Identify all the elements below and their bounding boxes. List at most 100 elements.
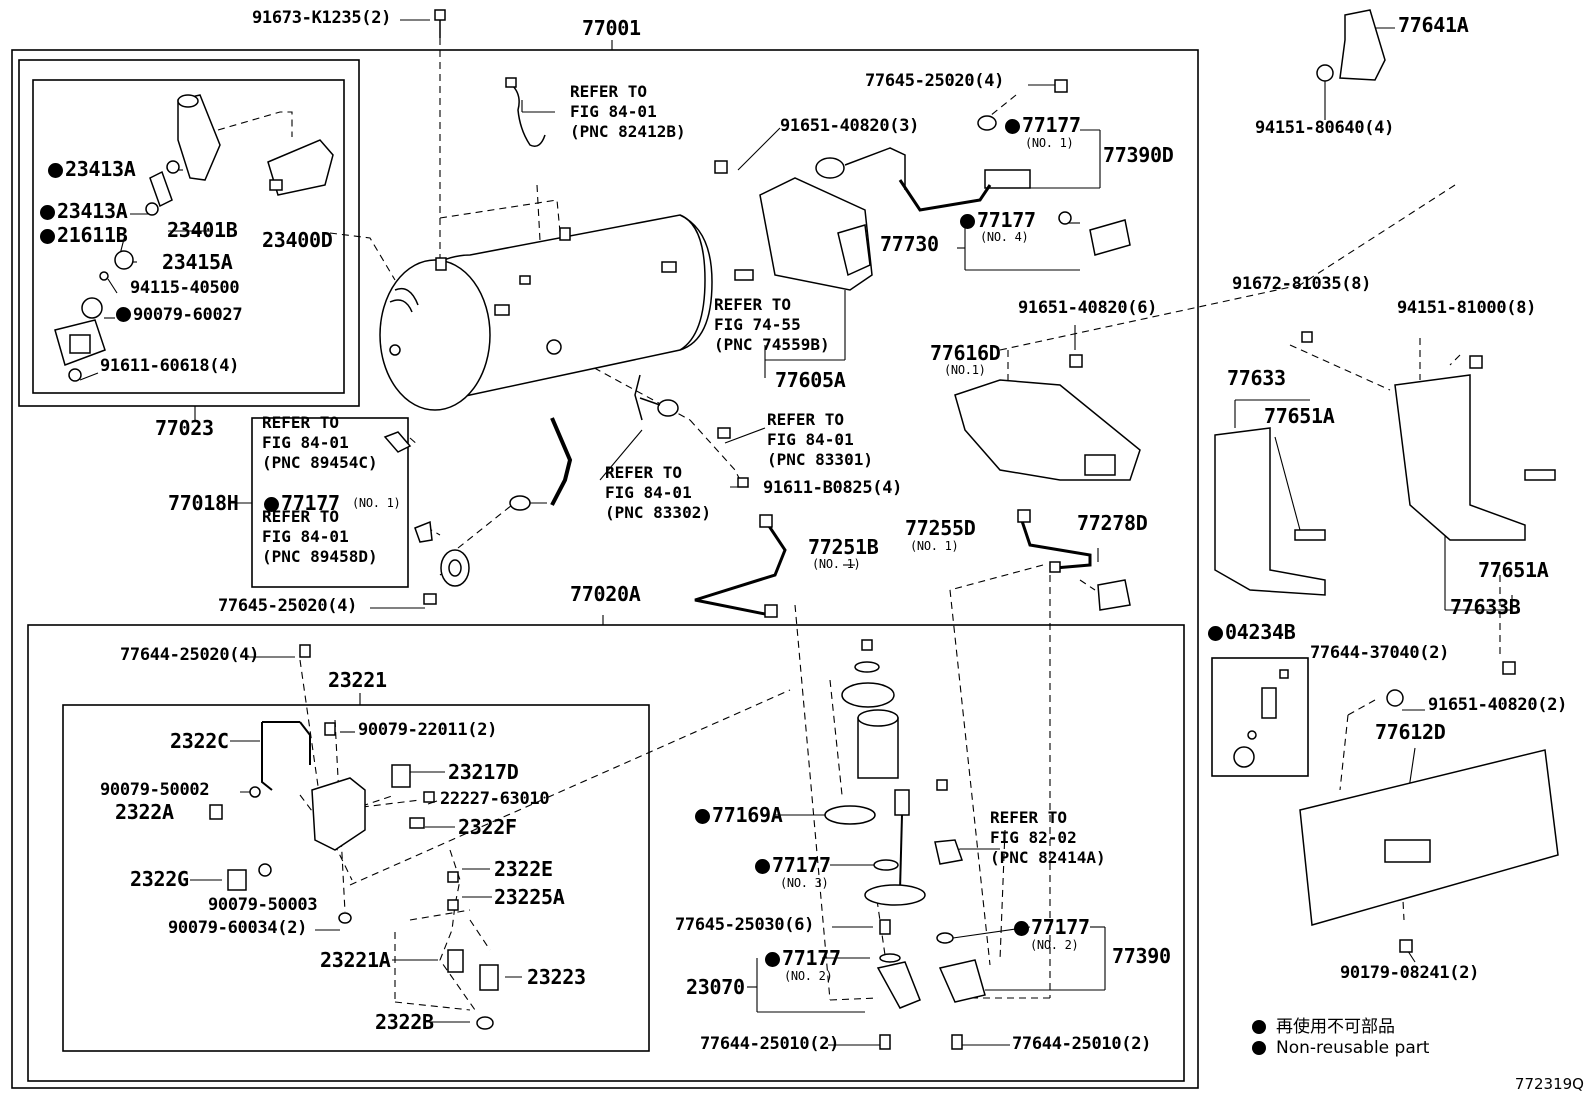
label-23225A: 23225A bbox=[494, 885, 565, 909]
bolt-91673 bbox=[434, 9, 446, 38]
gauge-bracket bbox=[714, 147, 906, 291]
non-reusable-dot bbox=[1252, 1041, 1266, 1055]
label-77177-no4: 77177 bbox=[960, 210, 1036, 230]
label-77251B: 77251B bbox=[808, 535, 879, 559]
frame-77001 bbox=[11, 49, 1199, 1089]
non-reusable-dot bbox=[1208, 626, 1223, 641]
legend-jp: 再使用不可部品 bbox=[1252, 1012, 1395, 1037]
label-2322G: 2322G bbox=[130, 867, 189, 891]
non-reusable-dot bbox=[264, 497, 279, 512]
label-77390: 77390 bbox=[1112, 944, 1171, 968]
ref-pnc-74559B: REFER TO FIG 74-55 (PNC 74559B) bbox=[714, 295, 830, 354]
label-77616D: 77616D bbox=[930, 341, 1001, 365]
label-23070: 23070 bbox=[686, 975, 745, 999]
label-77169A: 77169A bbox=[695, 805, 783, 825]
valve-assembly-23221 bbox=[209, 644, 499, 1030]
label-77177-no1-top-qualifier: (NO. 1) bbox=[1025, 136, 1074, 150]
non-reusable-dot bbox=[695, 809, 710, 824]
non-reusable-dot bbox=[40, 205, 55, 220]
label-94151-81000: 94151-81000(8) bbox=[1397, 298, 1537, 318]
ref-pnc-82414A: REFER TO FIG 82-02 (PNC 82414A) bbox=[990, 808, 1106, 867]
bracket-77633 bbox=[1214, 427, 1326, 596]
label-77644-25010-right: 77644-25010(2) bbox=[1012, 1034, 1152, 1054]
label-22227-63010: 22227-63010 bbox=[440, 789, 550, 809]
air-tank bbox=[379, 214, 713, 411]
label-90079-60027: 90079-60027 bbox=[116, 307, 243, 324]
label-77651A-1: 77651A bbox=[1264, 404, 1335, 428]
label-91651-40820-6: 91651-40820(6) bbox=[1018, 298, 1158, 318]
label-77251B-qualifier: (NO. 1) bbox=[812, 557, 861, 571]
label-04234B: 04234B bbox=[1208, 622, 1296, 642]
label-23413A-1: 23413A bbox=[48, 159, 136, 179]
label-91611-60618: 91611-60618(4) bbox=[100, 356, 240, 376]
label-23223: 23223 bbox=[527, 965, 586, 989]
governor-assembly bbox=[54, 94, 334, 382]
ref-pnc-89458D: REFER TO FIG 84-01 (PNC 89458D) bbox=[262, 507, 378, 566]
ref-pnc-83301: REFER TO FIG 84-01 (PNC 83301) bbox=[767, 410, 873, 469]
label-2322F: 2322F bbox=[458, 815, 517, 839]
label-77177-no1-valve-qualifier: (NO. 1) bbox=[352, 496, 401, 510]
label-77255D: 77255D bbox=[905, 516, 976, 540]
label-77177-no1-top: 77177 bbox=[1005, 115, 1081, 135]
label-90079-50003: 90079-50003 bbox=[208, 895, 318, 915]
ref-pnc-83302: REFER TO FIG 84-01 (PNC 83302) bbox=[605, 463, 711, 522]
frame-23221 bbox=[62, 704, 650, 1052]
label-77651A-2: 77651A bbox=[1478, 558, 1549, 582]
label-77641A: 77641A bbox=[1398, 13, 1469, 37]
label-77390D: 77390D bbox=[1103, 143, 1174, 167]
label-90079-50002: 90079-50002 bbox=[100, 780, 210, 800]
label-23413A-2: 23413A bbox=[40, 201, 128, 221]
label-21611B: 21611B bbox=[40, 225, 128, 245]
non-reusable-dot bbox=[755, 859, 770, 874]
non-reusable-dot bbox=[116, 307, 131, 322]
label-77177-no2-left: 77177 bbox=[765, 948, 841, 968]
label-77645-25030: 77645-25030(6) bbox=[675, 915, 815, 935]
frame-77023-inner bbox=[32, 79, 345, 394]
check-valve-77390D bbox=[898, 79, 1131, 256]
non-reusable-dot bbox=[48, 163, 63, 178]
label-77278D: 77278D bbox=[1077, 511, 1148, 535]
label-77177-no4-qualifier: (NO. 4) bbox=[980, 230, 1029, 244]
label-94151-80640: 94151-80640(4) bbox=[1255, 118, 1395, 138]
label-77020A: 77020A bbox=[570, 582, 641, 606]
label-90179-08241: 90179-08241(2) bbox=[1340, 963, 1480, 983]
label-77633: 77633 bbox=[1227, 366, 1286, 390]
non-reusable-dot bbox=[40, 229, 55, 244]
label-77730: 77730 bbox=[880, 232, 939, 256]
non-reusable-dot bbox=[1005, 119, 1020, 134]
fuel-gauge-unit bbox=[824, 639, 986, 1050]
label-77177-no1-valve: 77177 bbox=[264, 493, 340, 513]
label-91673-K1235: 91673-K1235(2) bbox=[252, 8, 392, 28]
label-77644-25010-left: 77644-25010(2) bbox=[700, 1034, 840, 1054]
label-2322B: 2322B bbox=[375, 1010, 434, 1034]
label-77177-no3: 77177 bbox=[755, 855, 831, 875]
label-77605A: 77605A bbox=[775, 368, 846, 392]
label-91651-40820-2: 91651-40820(2) bbox=[1428, 695, 1568, 715]
legend-en: Non-reusable part bbox=[1252, 1038, 1429, 1058]
label-77023: 77023 bbox=[155, 416, 214, 440]
label-77001: 77001 bbox=[582, 16, 641, 40]
non-reusable-dot bbox=[765, 952, 780, 967]
label-90079-22011: 90079-22011(2) bbox=[358, 720, 498, 740]
frame-04234B bbox=[1211, 657, 1309, 777]
label-2322C: 2322C bbox=[170, 729, 229, 753]
ref-pnc-82412B: REFER TO FIG 84-01 (PNC 82412B) bbox=[570, 82, 686, 141]
non-reusable-dot bbox=[960, 214, 975, 229]
bracket-77633B bbox=[1394, 374, 1526, 541]
label-77633B: 77633B bbox=[1450, 595, 1521, 619]
non-reusable-dot bbox=[1014, 921, 1029, 936]
label-23217D: 23217D bbox=[448, 760, 519, 784]
frame-77020A bbox=[27, 624, 1185, 1082]
label-77645-25020-left: 77645-25020(4) bbox=[218, 596, 358, 616]
label-94115-40500: 94115-40500 bbox=[130, 278, 240, 298]
label-77255D-qualifier: (NO. 1) bbox=[910, 539, 959, 553]
non-reusable-dot bbox=[1252, 1020, 1266, 1034]
label-77644-25020: 77644-25020(4) bbox=[120, 645, 260, 665]
label-23221A: 23221A bbox=[320, 948, 391, 972]
label-91651-40820-3: 91651-40820(3) bbox=[780, 116, 920, 136]
drain-valve bbox=[383, 431, 531, 605]
label-77177-no2-right: 77177 bbox=[1014, 917, 1090, 937]
cover-77612D bbox=[1299, 749, 1559, 926]
label-77177-no3-qualifier: (NO. 3) bbox=[780, 876, 829, 890]
